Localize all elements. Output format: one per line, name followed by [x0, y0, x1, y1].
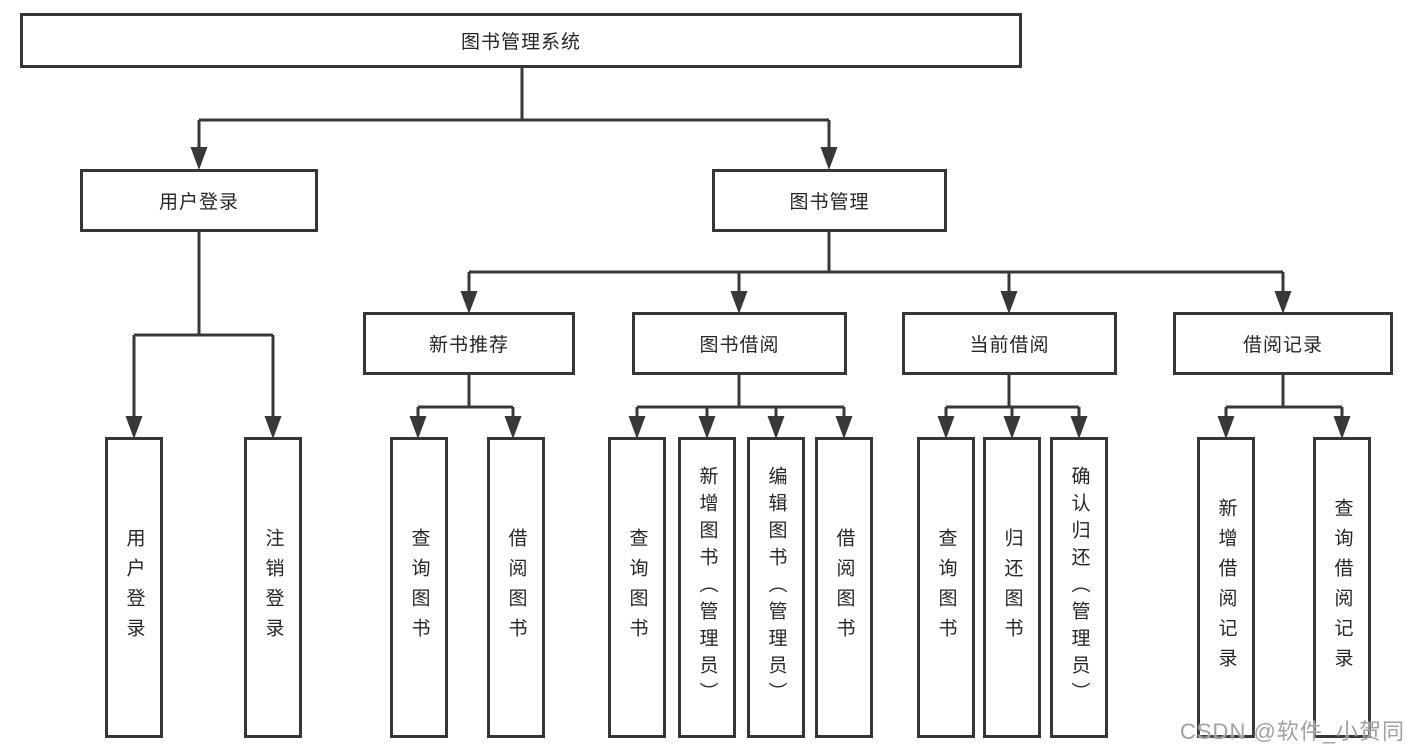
- leaf-borrow-books: 借阅图书: [815, 437, 873, 738]
- leaf-logout: 注销登录: [244, 437, 302, 738]
- node-book-borrowing: 图书借阅: [632, 312, 847, 375]
- leaf-confirm-return-admin: 确认归还（管理员）: [1050, 437, 1108, 738]
- leaf-query-books-current: 查询图书: [917, 437, 975, 738]
- node-user-login: 用户登录: [80, 169, 318, 232]
- leaf-add-borrow-record: 新增借阅记录: [1197, 437, 1255, 738]
- leaf-query-books-borrow: 查询图书: [608, 437, 666, 738]
- node-borrowing-records: 借阅记录: [1173, 312, 1393, 375]
- leaf-query-books-recommend: 查询图书: [390, 437, 448, 738]
- csdn-watermark: CSDN @软件_小贺同学: [1180, 719, 1405, 744]
- node-root-system: 图书管理系统: [20, 13, 1022, 68]
- node-new-book-recommend: 新书推荐: [363, 312, 575, 375]
- leaf-edit-books-admin: 编辑图书（管理员）: [747, 437, 805, 738]
- leaf-user-login: 用户登录: [105, 437, 163, 738]
- leaf-query-borrow-record: 查询借阅记录: [1313, 437, 1371, 738]
- leaf-return-books: 归还图书: [983, 437, 1041, 738]
- node-book-management: 图书管理: [712, 169, 947, 232]
- node-current-borrowing: 当前借阅: [902, 312, 1117, 375]
- leaf-add-books-admin: 新增图书（管理员）: [678, 437, 736, 738]
- leaf-borrow-books-recommend: 借阅图书: [487, 437, 545, 738]
